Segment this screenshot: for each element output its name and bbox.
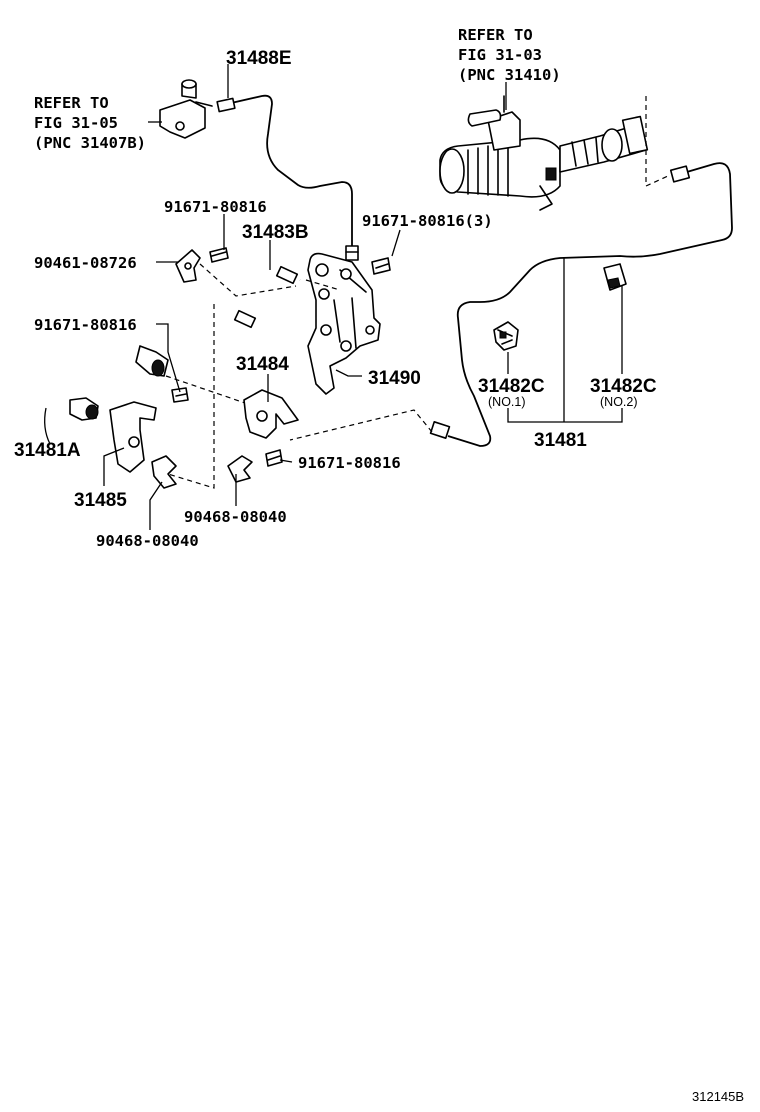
dash-hose-to-bracket: [165, 375, 249, 405]
release-cylinder-part: [159, 79, 213, 139]
bracket-31484: [243, 389, 299, 439]
label-refer-right-1: REFER TO: [458, 26, 533, 44]
bolt-91671-hose: [171, 387, 189, 403]
label-bolt-a: 91671-80816: [164, 198, 267, 216]
label-refer-left-2: FIG 31-05: [34, 114, 118, 132]
bracket-90461: [175, 249, 201, 283]
dash-frame-left: [167, 304, 215, 489]
label-refer-right-3: (PNC 31410): [458, 66, 561, 84]
label-90461: 90461-08726: [34, 254, 137, 272]
label-refer-left-3: (PNC 31407B): [34, 134, 146, 152]
label-31488E: 31488E: [226, 48, 292, 69]
clip-31482C-no1: [493, 321, 519, 351]
clip-90468-left: [151, 455, 177, 489]
pipe-31481: [289, 162, 733, 447]
dash-bracket-to-block: [199, 263, 297, 297]
label-clip-b: 90468-08040: [96, 532, 199, 550]
hose-31481A: [52, 345, 169, 421]
clip-31482C-no2: [603, 263, 627, 291]
label-refer-left-1: REFER TO: [34, 94, 109, 112]
bolt-91671-bottom: [265, 449, 283, 467]
bracket-31485: [109, 401, 157, 473]
label-31485: 31485: [74, 490, 127, 511]
label-bolt-d: 91671-80816: [298, 454, 401, 472]
label-bolt-b: 91671-80816(3): [362, 212, 493, 230]
label-31481A: 31481A: [14, 440, 81, 461]
bolt-91671-3: [371, 257, 391, 275]
master-cylinder-dash: [645, 96, 669, 187]
label-bolt-c: 91671-80816: [34, 316, 137, 334]
label-31484: 31484: [236, 354, 289, 375]
label-31482C-1: 31482C: [478, 376, 545, 397]
master-cylinder-part: [439, 95, 649, 211]
label-31481: 31481: [534, 430, 587, 451]
clip-90468-mid: [227, 455, 253, 483]
pipe-31483B: [233, 262, 301, 340]
label-clip-a: 90468-08040: [184, 508, 287, 526]
label-no1: (NO.1): [488, 395, 526, 409]
dash-pipe-to-block: [305, 279, 341, 291]
pipe-31488E: [216, 94, 359, 261]
label-31483B: 31483B: [242, 222, 309, 243]
bolt-91671-top: [209, 247, 229, 263]
leader-lines: [44, 64, 623, 530]
label-refer-right-2: FIG 31-03: [458, 46, 542, 64]
label-31490: 31490: [368, 368, 421, 389]
label-no2: (NO.2): [600, 395, 638, 409]
label-31482C-2: 31482C: [590, 376, 657, 397]
junction-31490-part: [307, 252, 381, 395]
figure-id: 312145B: [692, 1089, 744, 1104]
